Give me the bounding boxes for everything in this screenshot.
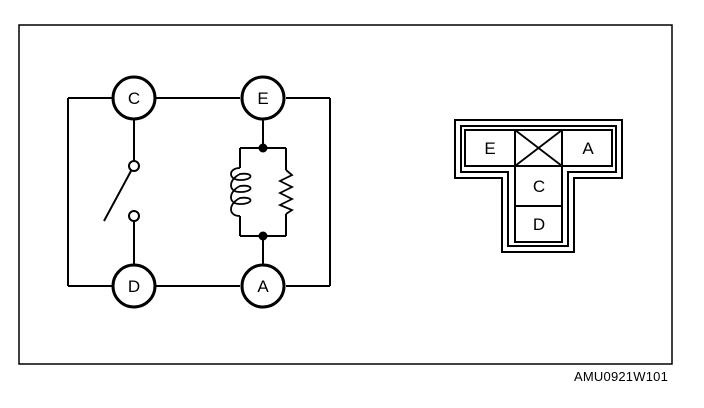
figure-code: AMU0921W101 (574, 369, 668, 384)
resistor-zigzag (277, 169, 295, 215)
connector-outline-inner (460, 125, 617, 247)
terminal-d: D (111, 263, 157, 309)
switch-blade (103, 170, 132, 222)
connector-label-c: C (533, 177, 545, 196)
figure-frame (18, 24, 673, 365)
connector-outline-outer (454, 119, 623, 253)
terminal-e-label: E (257, 89, 268, 108)
cross-icon (514, 129, 563, 167)
relay-circuit (67, 97, 331, 287)
connector-label-a: A (582, 139, 594, 158)
switch-contact-upper (128, 160, 140, 172)
terminal-a-label: A (257, 277, 269, 296)
connector-cell-a (561, 129, 613, 167)
terminal-a: A (240, 263, 286, 309)
coil-winding (230, 167, 252, 217)
connector-label-e: E (484, 139, 495, 158)
switch-contact-lower (128, 210, 140, 222)
connector-label-d: D (533, 215, 545, 234)
junction-dot-top (258, 143, 268, 153)
connector-cell-d (514, 205, 563, 243)
junction-dot-bottom (258, 231, 268, 241)
connector-cell-c (514, 165, 563, 207)
terminal-c: C (111, 75, 157, 121)
connector-cell-e (464, 129, 516, 167)
terminal-e: E (240, 75, 286, 121)
terminal-c-label: C (128, 89, 140, 108)
terminal-d-label: D (128, 277, 140, 296)
connector-face: E A C D (454, 119, 623, 253)
